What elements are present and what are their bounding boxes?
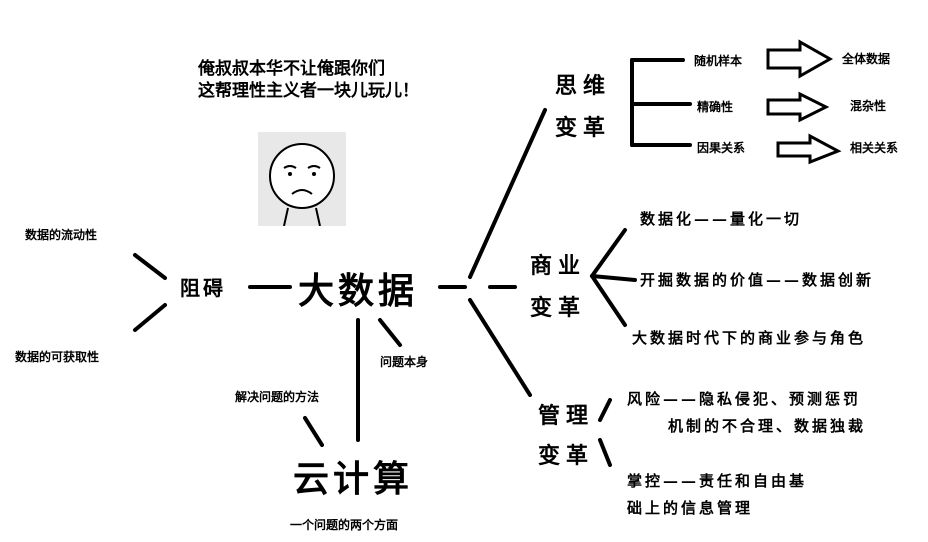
thinking-to: 全体数据 — [842, 52, 891, 66]
meme-face-icon — [258, 132, 346, 226]
management-risk: 机制的不合理、数据独裁 — [668, 417, 867, 435]
obstacle-item: 数据的可获取性 — [15, 350, 100, 364]
management-control: 础上的信息管理 — [627, 499, 754, 517]
business-label: 变革 — [530, 295, 587, 321]
obstacle-label: 阻碍 — [180, 276, 226, 300]
header-line-2: 这帮理性主义者一块儿玩儿！ — [198, 81, 419, 101]
center-topic: 大数据 — [298, 270, 419, 312]
problem-label: 问题本身 — [380, 355, 429, 369]
business-label: 商业 — [530, 253, 587, 279]
management-control: 掌控——责任和自由基 — [627, 472, 808, 490]
management-label: 管理 — [538, 403, 595, 429]
cloud-computing-label: 云计算 — [293, 458, 414, 500]
management-label: 变革 — [538, 443, 595, 469]
obstacle-item: 数据的流动性 — [25, 228, 98, 242]
method-label: 解决问题的方法 — [235, 390, 320, 404]
thinking-label: 思维 — [555, 73, 612, 99]
thinking-from: 因果关系 — [697, 141, 746, 155]
thinking-label: 变革 — [555, 115, 612, 141]
thinking-to: 混杂性 — [850, 99, 887, 113]
cloud-caption: 一个问题的两个方面 — [290, 518, 399, 532]
thinking-to: 相关关系 — [850, 141, 899, 155]
business-item: 数据化——量化一切 — [640, 210, 803, 228]
business-item: 大数据时代下的商业参与角色 — [632, 329, 867, 347]
management-risk: 风险——隐私侵犯、预测惩罚 — [627, 390, 862, 408]
header-line-1: 俺叔叔本华不让俺跟你们 — [198, 59, 385, 79]
business-item: 开掘数据的价值——数据创新 — [640, 271, 875, 289]
thinking-from: 随机样本 — [694, 54, 743, 68]
thinking-from: 精确性 — [697, 100, 734, 114]
